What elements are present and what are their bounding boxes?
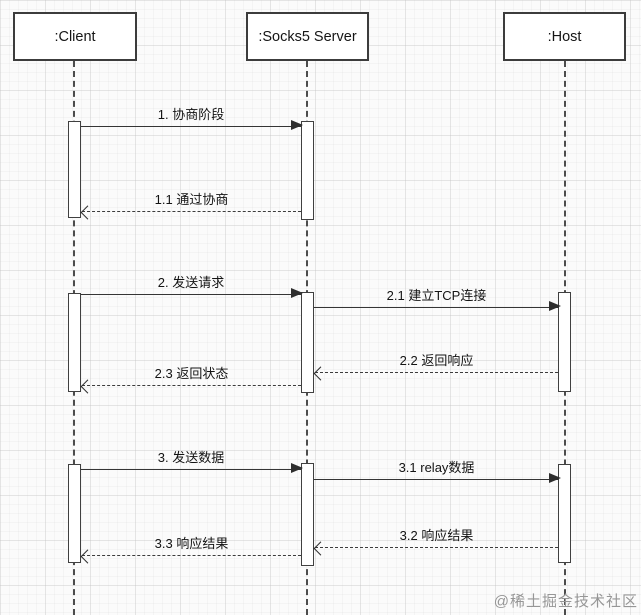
message-3-line <box>81 463 303 473</box>
message-2-3-label: 2.3 返回状态 <box>154 366 229 381</box>
message-2-3-line <box>80 379 301 394</box>
message-2-line <box>81 288 303 298</box>
message-1-1-line <box>80 205 301 220</box>
activation-socks5-3 <box>301 463 314 566</box>
participant-box-socks5-server: :Socks5 Server <box>246 12 369 61</box>
message-2-2-line <box>313 366 558 381</box>
activation-client-3 <box>68 464 81 563</box>
arrowhead-right-icon <box>549 301 561 311</box>
message-3-2-line <box>313 541 558 556</box>
arrowhead-right-icon <box>291 288 303 298</box>
participant-box-host: :Host <box>503 12 626 61</box>
activation-client-2 <box>68 293 81 392</box>
message-2-2-label: 2.2 返回响应 <box>399 353 474 368</box>
message-3-3-label: 3.3 响应结果 <box>154 536 229 551</box>
activation-socks5-1 <box>301 121 314 220</box>
participant-label-socks5-server: :Socks5 Server <box>258 28 357 45</box>
activation-client-1 <box>68 121 81 218</box>
message-2-1-label: 2.1 建立TCP连接 <box>386 288 487 303</box>
message-2-1-line <box>314 301 561 311</box>
participant-label-host: :Host <box>547 28 582 45</box>
arrowhead-right-icon <box>549 473 561 483</box>
arrowhead-right-icon <box>291 120 303 130</box>
activation-socks5-2 <box>301 292 314 393</box>
message-3-1-label: 3.1 relay数据 <box>398 460 475 475</box>
message-2-label: 2. 发送请求 <box>157 275 225 290</box>
participant-label-client: :Client <box>54 28 96 45</box>
arrowhead-right-icon <box>291 463 303 473</box>
message-1-1-label: 1.1 通过协商 <box>154 192 229 207</box>
participant-box-client: :Client <box>13 12 137 61</box>
message-3-3-line <box>80 549 301 564</box>
message-3-label: 3. 发送数据 <box>157 450 225 465</box>
message-1-label: 1. 协商阶段 <box>157 107 225 122</box>
watermark: @稀土掘金技术社区 <box>493 593 638 610</box>
message-3-2-label: 3.2 响应结果 <box>399 528 474 543</box>
message-3-1-line <box>314 473 561 483</box>
activation-host-2 <box>558 292 571 392</box>
activation-host-3 <box>558 464 571 563</box>
message-1-line <box>81 120 303 130</box>
